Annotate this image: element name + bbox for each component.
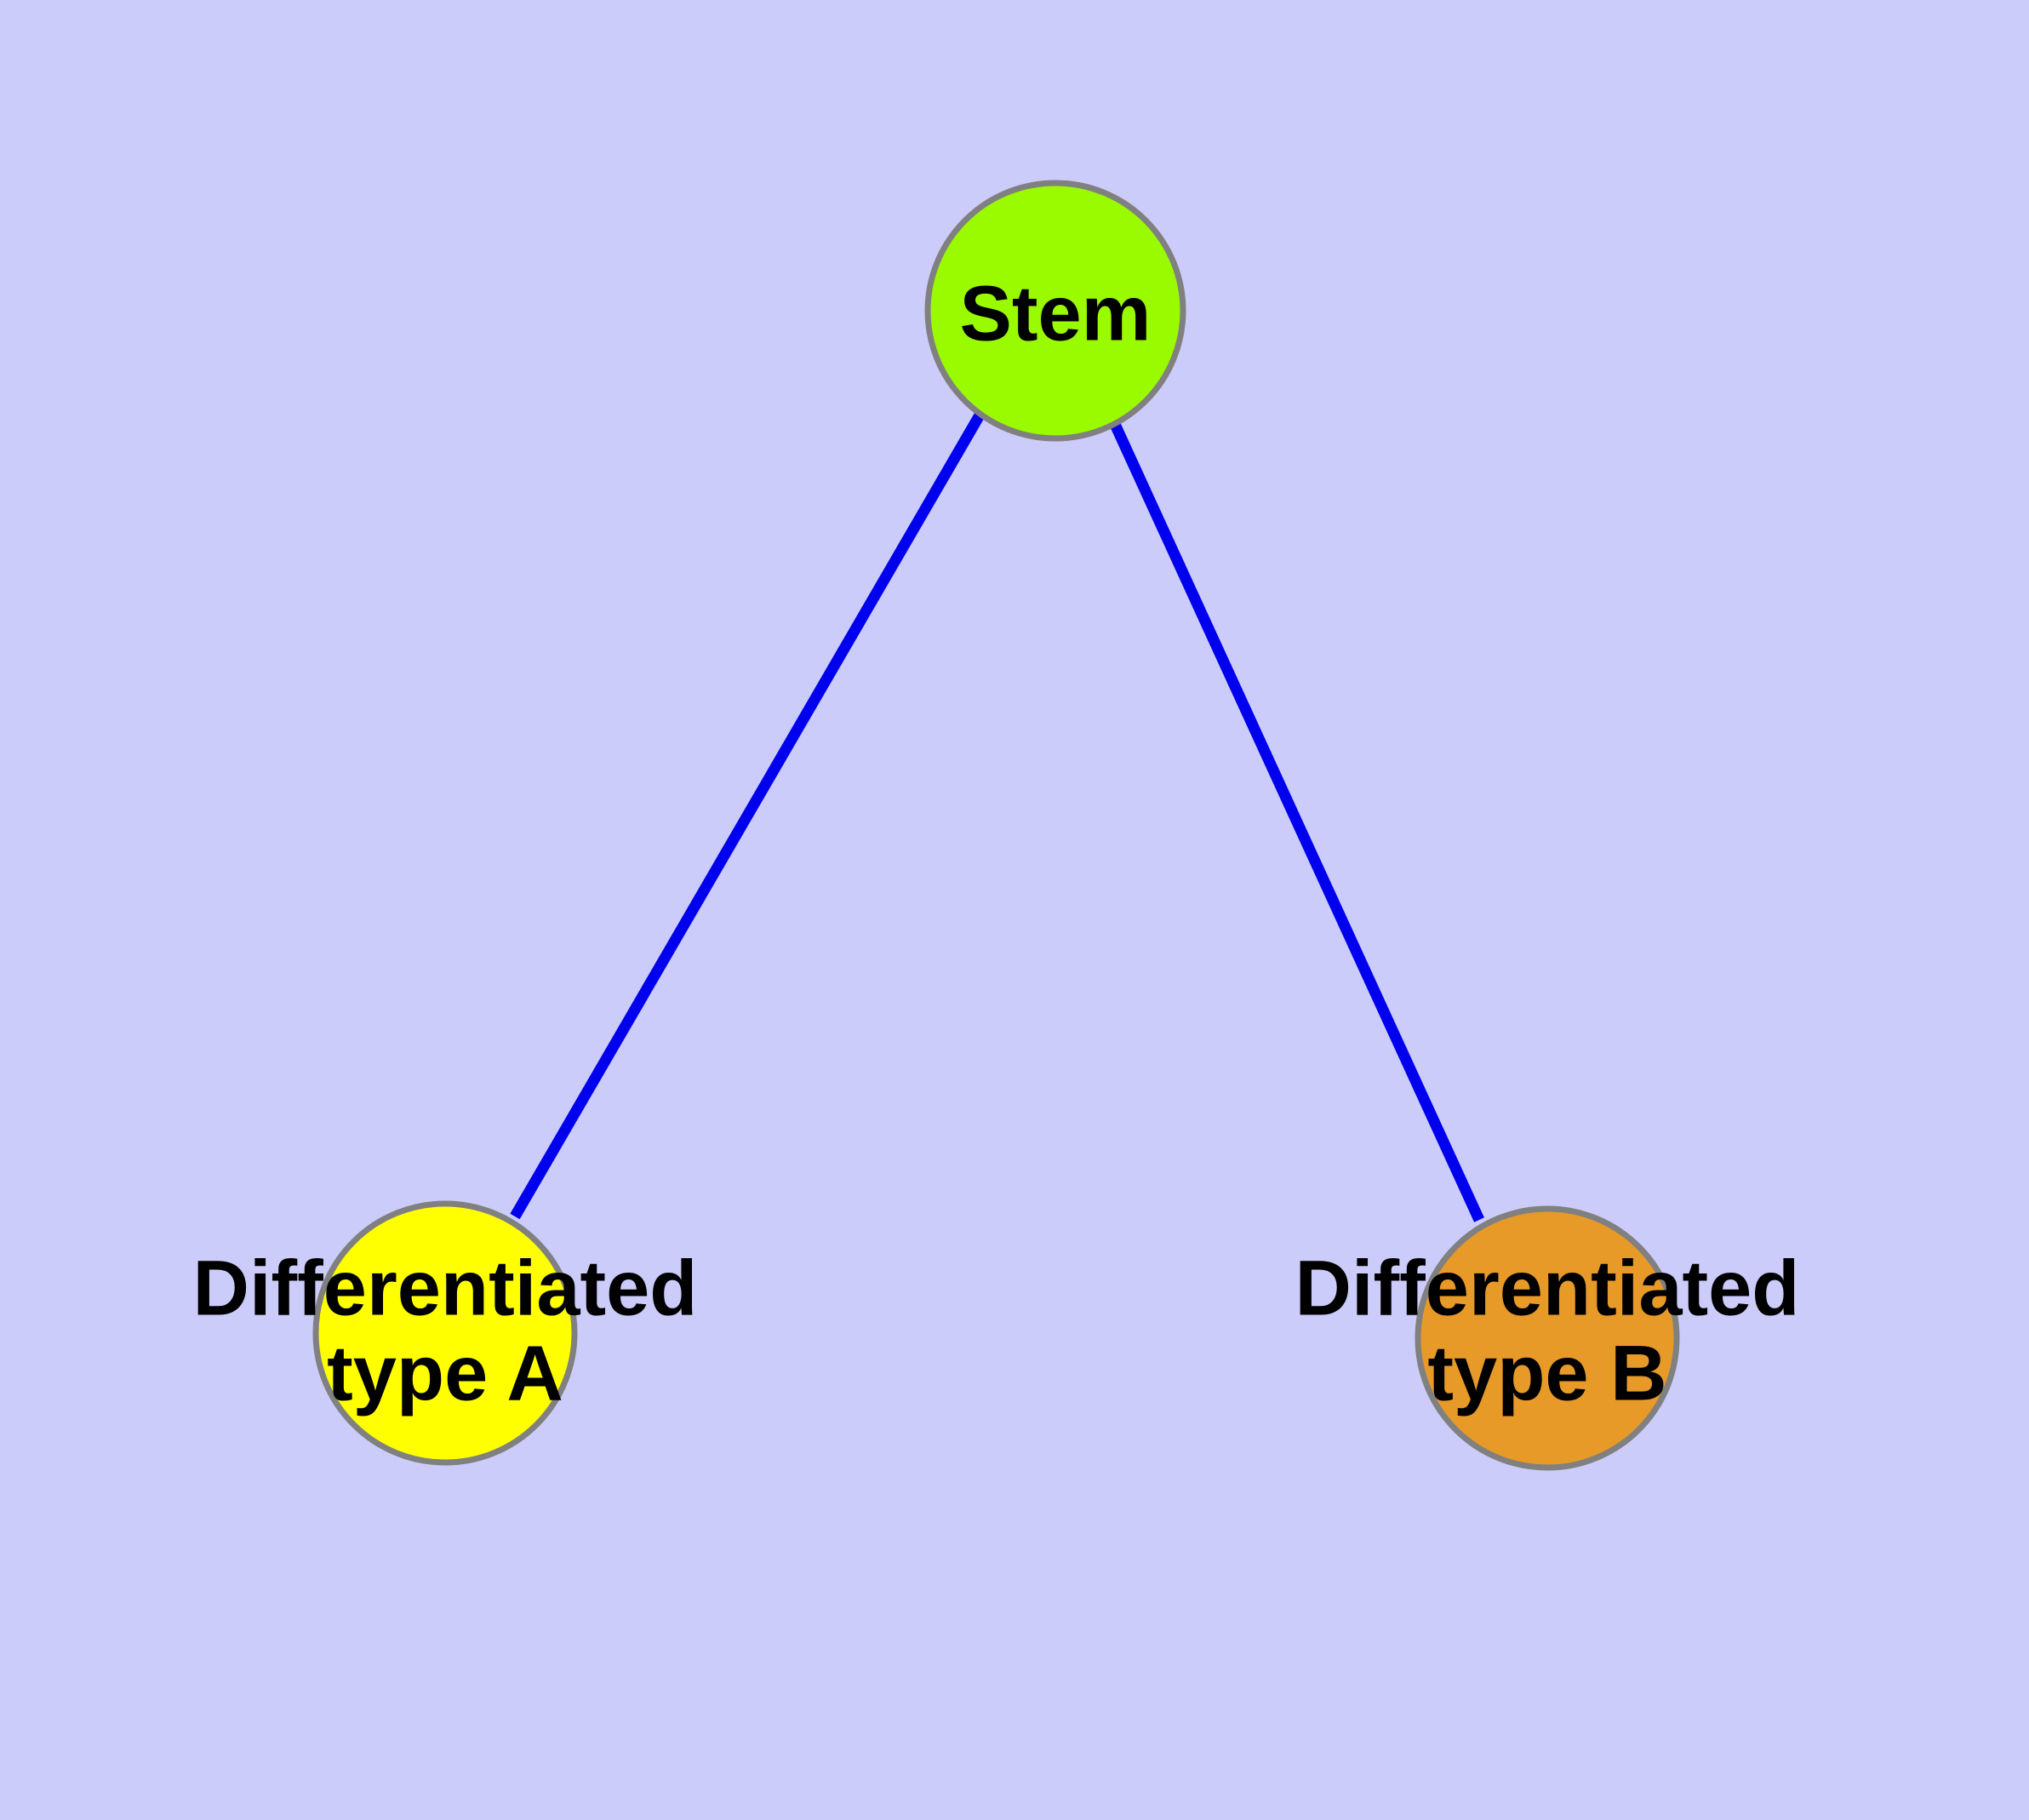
node-diff-b-circle[interactable] (1415, 1205, 1680, 1471)
node-stem-label: Stem (960, 270, 1152, 357)
edge-layer (510, 410, 1484, 1222)
node-stem-circle[interactable] (924, 180, 1186, 442)
node-diff-b-label-line2: type B (1427, 1330, 1666, 1417)
node-diff-a-circle[interactable] (312, 1200, 578, 1466)
node-diff-a[interactable] (312, 1200, 578, 1466)
edge-stem-to-diff-a[interactable] (510, 410, 986, 1220)
node-diff-b-label-line1: Differentiated (1295, 1245, 1800, 1331)
edge-stem-to-diff-b[interactable] (1108, 418, 1484, 1222)
label-layer: Stem Differentiated type A Differentiate… (193, 270, 1800, 1417)
node-stem[interactable] (924, 180, 1186, 442)
node-layer (312, 180, 1680, 1471)
node-diff-a-label-line2: type A (327, 1330, 563, 1417)
node-diff-a-label-line1: Differentiated (193, 1245, 698, 1331)
node-diff-b[interactable] (1415, 1205, 1680, 1471)
